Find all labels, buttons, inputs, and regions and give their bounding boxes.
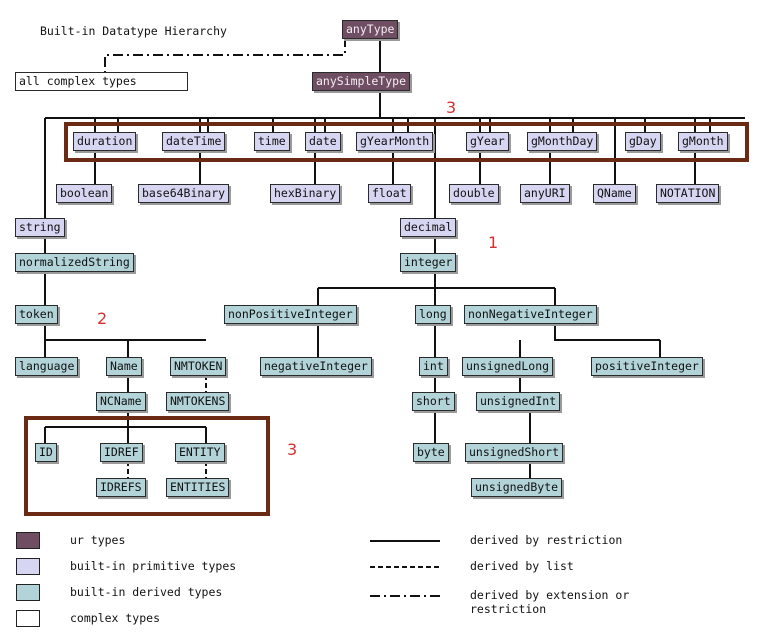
highlight-frame-bottom [24, 416, 270, 516]
node-Name: Name [106, 357, 142, 376]
legend-swatch-derived [16, 584, 40, 601]
node-nonPositiveInteger: nonPositiveInteger [224, 305, 357, 324]
node-unsignedLong: unsignedLong [462, 357, 554, 376]
node-normalizedString: normalizedString [15, 253, 134, 272]
legend-primitive-label: built-in primitive types [70, 559, 237, 573]
node-ENTITY: ENTITY [175, 443, 225, 462]
node-NCName: NCName [96, 392, 146, 411]
node-float: float [368, 184, 411, 203]
node-IDREFS: IDREFS [96, 478, 146, 497]
node-all-complex-types: all complex types [15, 72, 188, 91]
legend-extension-label: derived by extension or restriction [470, 588, 630, 616]
legend-swatch-complex [16, 610, 40, 627]
highlight-frame-top [64, 122, 749, 162]
node-string: string [15, 218, 65, 237]
node-long: long [415, 305, 451, 324]
node-QName: QName [593, 184, 636, 203]
node-IDREF: IDREF [100, 443, 143, 462]
node-ENTITIES: ENTITIES [166, 478, 230, 497]
node-ID: ID [35, 443, 57, 462]
node-decimal: decimal [400, 218, 457, 237]
node-negativeInteger: negativeInteger [260, 357, 372, 376]
node-time: time [254, 132, 290, 151]
node-integer: integer [400, 253, 457, 272]
node-byte: byte [413, 443, 449, 462]
node-dateTime: dateTime [162, 132, 226, 151]
node-unsignedByte: unsignedByte [471, 478, 563, 497]
node-gDay: gDay [625, 132, 661, 151]
node-gMonthDay: gMonthDay [527, 132, 598, 151]
legend-restriction-label: derived by restriction [470, 533, 623, 547]
node-anySimpleType: anySimpleType [312, 72, 411, 91]
node-nonNegativeInteger: nonNegativeInteger [464, 305, 597, 324]
node-gYear: gYear [466, 132, 509, 151]
diagram-title: Built-in Datatype Hierarchy [40, 24, 227, 38]
annotation-3-bottom: 3 [287, 440, 298, 459]
legend-swatch-ur [16, 532, 40, 549]
annotation-2: 2 [97, 309, 108, 328]
node-unsignedInt: unsignedInt [476, 392, 561, 411]
node-int: int [419, 357, 448, 376]
node-anyType: anyType [342, 20, 399, 39]
node-gMonth: gMonth [678, 132, 728, 151]
annotation-3-top: 3 [446, 98, 457, 117]
node-gYearMonth: gYearMonth [356, 132, 434, 151]
legend-list-label: derived by list [470, 559, 574, 573]
annotation-1: 1 [488, 233, 499, 252]
node-positiveInteger: positiveInteger [591, 357, 703, 376]
node-NMTOKENS: NMTOKENS [166, 392, 230, 411]
node-boolean: boolean [56, 184, 113, 203]
node-NMTOKEN: NMTOKEN [170, 357, 227, 376]
node-base64Binary: base64Binary [138, 184, 230, 203]
node-hexBinary: hexBinary [270, 184, 341, 203]
legend-swatch-primitive [16, 558, 40, 575]
legend-complex-label: complex types [70, 611, 161, 625]
legend-ur-label: ur types [70, 533, 126, 547]
node-double: double [449, 184, 499, 203]
node-NOTATION: NOTATION [656, 184, 720, 203]
node-short: short [412, 392, 455, 411]
node-anyURI: anyURI [520, 184, 570, 203]
node-date: date [305, 132, 341, 151]
node-unsignedShort: unsignedShort [465, 443, 564, 462]
node-duration: duration [73, 132, 137, 151]
legend-derived-label: built-in derived types [70, 585, 223, 599]
node-language: language [15, 357, 79, 376]
node-token: token [15, 305, 58, 324]
